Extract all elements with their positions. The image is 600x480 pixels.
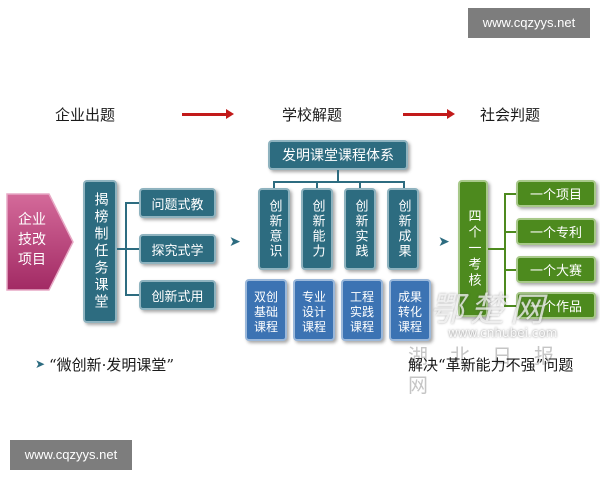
- red-arrow-2: [403, 109, 455, 119]
- method-box-problem: 问题式教: [139, 188, 216, 218]
- assessment-item-project: 一个项目: [516, 180, 596, 207]
- connector-methods-stub: [117, 248, 127, 250]
- chevron-right-icon-footer: ➤: [35, 357, 46, 371]
- tree-bar: [273, 181, 405, 183]
- system-title-box: 发明课堂课程体系: [268, 140, 408, 170]
- assessment-box: 四个一考核: [458, 180, 488, 317]
- watermark-bottom-left: www.cqzyys.net: [10, 440, 132, 470]
- innovation-awareness-box: 创新意识: [258, 188, 290, 270]
- source-label: 企业 技改 项目: [18, 212, 46, 268]
- method-box-explore: 探究式学: [139, 234, 216, 264]
- task-classroom-box: 揭榜制任务课堂: [83, 180, 117, 323]
- course-box-engineering-practice: 工程 实践 课程: [341, 279, 383, 341]
- chevron-right-icon: ➤: [229, 234, 241, 250]
- stage-school: 学校解题: [282, 106, 343, 124]
- source-pentagon: [6, 193, 74, 291]
- red-arrow-1: [182, 109, 234, 119]
- assessment-item-contest: 一个大赛: [516, 256, 596, 283]
- tree-trunk: [337, 170, 339, 182]
- innovation-ability-box: 创新能力: [301, 188, 333, 270]
- footer-right-caption: 解决“革新能力不强”问题: [408, 356, 574, 374]
- footer-left-caption: “微创新·发明课堂”: [49, 356, 175, 374]
- hubei-logo-watermark: 鄂楚网: [430, 290, 550, 330]
- hubei-name-watermark: 湖北日报网: [408, 344, 576, 397]
- course-box-major-design: 专业 设计 课程: [293, 279, 335, 341]
- assessment-item-work: 一个作品: [516, 292, 596, 319]
- assessment-item-patent: 一个专利: [516, 218, 596, 245]
- stage-society: 社会判题: [480, 106, 541, 124]
- innovation-practice-box: 创新实践: [344, 188, 376, 270]
- stage-enterprise: 企业出题: [55, 106, 116, 124]
- course-box-result-transfer: 成果 转化 课程: [389, 279, 431, 341]
- innovation-result-box: 创新成果: [387, 188, 419, 270]
- hubei-url-watermark: www.cnhubei.com: [448, 326, 558, 340]
- course-box-dual-basic: 双创 基础 课程: [245, 279, 287, 341]
- watermark-top-right: www.cqzyys.net: [468, 8, 590, 38]
- method-box-innovate: 创新式用: [139, 280, 216, 310]
- chevron-right-icon-2: ➤: [438, 234, 450, 250]
